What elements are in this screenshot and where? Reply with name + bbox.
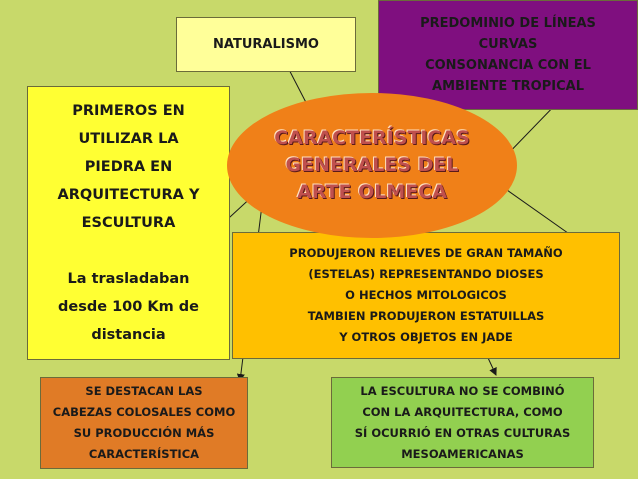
- traslado-text: La trasladaban desde 100 Km de distancia: [57, 271, 200, 343]
- primeros-box: PRIMEROS EN UTILIZAR LA PIEDRA EN ARQUIT…: [27, 86, 230, 360]
- naturalismo-box: NATURALISMO: [176, 17, 356, 72]
- cabezas-text: SE DESTACAN LAS CABEZAS COLOSALES COMO S…: [52, 384, 236, 461]
- relieves-box: PRODUJERON RELIEVES DE GRAN TAMAÑO (ESTE…: [232, 232, 620, 359]
- predominio-text: PREDOMINIO DE LÍNEAS CURVAS CONSONANCIA …: [420, 16, 596, 94]
- predominio-box: PREDOMINIO DE LÍNEAS CURVAS CONSONANCIA …: [378, 0, 638, 110]
- central-ellipse: CARACTERÍSTICAS GENERALES DEL ARTE OLMEC…: [227, 93, 517, 238]
- cabezas-box: SE DESTACAN LAS CABEZAS COLOSALES COMO S…: [40, 377, 248, 469]
- relieves-text: PRODUJERON RELIEVES DE GRAN TAMAÑO (ESTE…: [289, 246, 563, 344]
- escultura-box: LA ESCULTURA NO SE COMBINÓ CON LA ARQUIT…: [331, 377, 594, 468]
- primeros-text: PRIMEROS EN UTILIZAR LA PIEDRA EN ARQUIT…: [57, 103, 200, 231]
- naturalismo-text: NATURALISMO: [213, 37, 319, 52]
- escultura-text: LA ESCULTURA NO SE COMBINÓ CON LA ARQUIT…: [354, 383, 571, 461]
- central-title: CARACTERÍSTICAS GENERALES DEL ARTE OLMEC…: [274, 127, 470, 203]
